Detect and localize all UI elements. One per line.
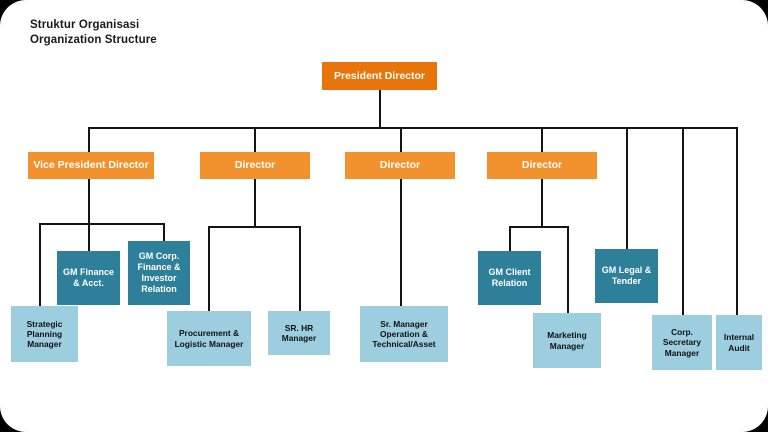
connector-drop-gm-finance	[88, 223, 90, 251]
node-marketing-manager[interactable]: Marketing Manager	[533, 313, 601, 368]
connector-drop-director-2	[400, 127, 402, 152]
node-label: Sr. Manager Operation & Technical/Asset	[372, 318, 436, 350]
connector-drop-director-3	[541, 127, 543, 152]
connector-vice-president-bus	[39, 223, 165, 225]
connector-drop-sr-hr	[299, 226, 301, 311]
node-label: SR. HR Manager	[281, 322, 317, 343]
node-label: Vice President Director	[33, 159, 149, 172]
title-line-indonesian: Struktur Organisasi	[30, 19, 140, 31]
node-corp-secretary-manager[interactable]: Corp. Secretary Manager	[652, 315, 712, 370]
connector-main-bus	[88, 127, 737, 129]
title-line-english: Organization Structure	[30, 34, 157, 47]
node-president-director[interactable]: President Director	[322, 62, 437, 90]
node-gm-client-relation[interactable]: GM Client Relation	[478, 251, 541, 305]
node-label: Corp. Secretary Manager	[662, 327, 702, 358]
node-vice-president-director[interactable]: Vice President Director	[28, 152, 154, 179]
node-label: GM Finance & Acct.	[62, 267, 114, 288]
node-label: GM Corp. Finance & Investor Relation	[137, 251, 181, 294]
connector-drop-internal-audit	[736, 127, 738, 315]
connector-drop-strategic-planning	[39, 223, 41, 307]
node-director-1[interactable]: Director	[200, 152, 310, 179]
connector-drop-gm-corp-finance	[163, 223, 165, 241]
node-director-3[interactable]: Director	[487, 152, 597, 179]
node-label: President Director	[333, 69, 426, 82]
connector-director-3-bus	[509, 226, 569, 228]
connector-director-1-stem	[254, 179, 256, 227]
node-label: Marketing Manager	[547, 330, 587, 351]
page-title: Struktur Organisasi Organization Structu…	[30, 18, 157, 48]
node-label: Strategic Planning Manager	[26, 318, 63, 350]
node-strategic-planning-manager[interactable]: Strategic Planning Manager	[11, 306, 78, 362]
connector-drop-gm-legal-tender	[626, 127, 628, 249]
node-label: Director	[379, 159, 421, 172]
node-gm-finance-acct[interactable]: GM Finance & Acct.	[57, 251, 120, 305]
connector-drop-gm-client-relation	[509, 226, 511, 251]
connector-director-3-stem	[541, 179, 543, 227]
node-label: Director	[521, 159, 563, 172]
node-gm-legal-tender[interactable]: GM Legal & Tender	[595, 249, 658, 303]
node-label: Director	[234, 159, 276, 172]
connector-president-stem	[379, 90, 381, 128]
node-internal-audit[interactable]: Internal Audit	[716, 315, 762, 370]
node-label: GM Legal & Tender	[601, 265, 652, 286]
connector-drop-marketing	[567, 226, 569, 313]
connector-drop-director-1	[254, 127, 256, 152]
node-sr-hr-manager[interactable]: SR. HR Manager	[268, 311, 330, 355]
node-director-2[interactable]: Director	[345, 152, 455, 179]
connector-drop-corp-secretary	[682, 127, 684, 315]
connector-drop-vice-president	[88, 127, 90, 152]
connector-vice-president-stem	[88, 179, 90, 224]
node-label: GM Client Relation	[488, 267, 531, 288]
connector-drop-procurement	[208, 226, 210, 311]
node-gm-corp-finance-investor-relation[interactable]: GM Corp. Finance & Investor Relation	[128, 241, 190, 305]
node-procurement-logistic-manager[interactable]: Procurement & Logistic Manager	[167, 311, 251, 366]
node-sr-manager-operation-technical-asset[interactable]: Sr. Manager Operation & Technical/Asset	[360, 306, 448, 362]
node-label: Procurement & Logistic Manager	[174, 328, 244, 349]
connector-director-2-stem	[400, 179, 402, 306]
node-label: Internal Audit	[723, 332, 755, 353]
connector-director-1-bus	[208, 226, 301, 228]
